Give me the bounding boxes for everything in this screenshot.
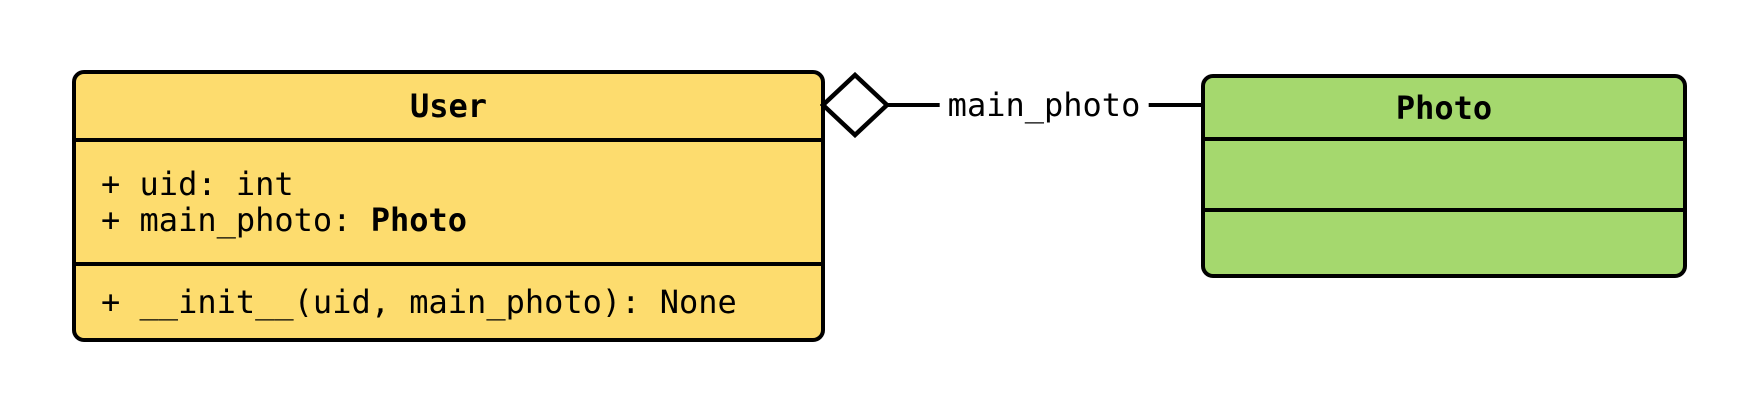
- relationship-label: main_photo: [939, 86, 1149, 124]
- class-title-photo: Photo: [1205, 78, 1683, 141]
- aggregation-diamond-icon: [820, 72, 890, 138]
- method-init: + __init__(uid, main_photo): None: [101, 283, 737, 321]
- photo-attributes-compartment: [1205, 141, 1683, 212]
- attribute-main-photo: + main_photo: Photo: [101, 202, 821, 238]
- attribute-main-photo-type: Photo: [370, 201, 468, 239]
- class-box-photo: Photo: [1201, 74, 1687, 278]
- class-title-user: User: [76, 74, 821, 142]
- class-box-user: User + uid: int + main_photo: Photo + __…: [72, 70, 825, 342]
- photo-methods-compartment: [1205, 212, 1683, 274]
- attribute-main-photo-prefix: + main_photo:: [101, 201, 371, 239]
- user-attributes-compartment: + uid: int + main_photo: Photo: [76, 142, 821, 266]
- attribute-uid: + uid: int: [101, 165, 294, 203]
- user-methods-compartment: + __init__(uid, main_photo): None: [76, 266, 821, 338]
